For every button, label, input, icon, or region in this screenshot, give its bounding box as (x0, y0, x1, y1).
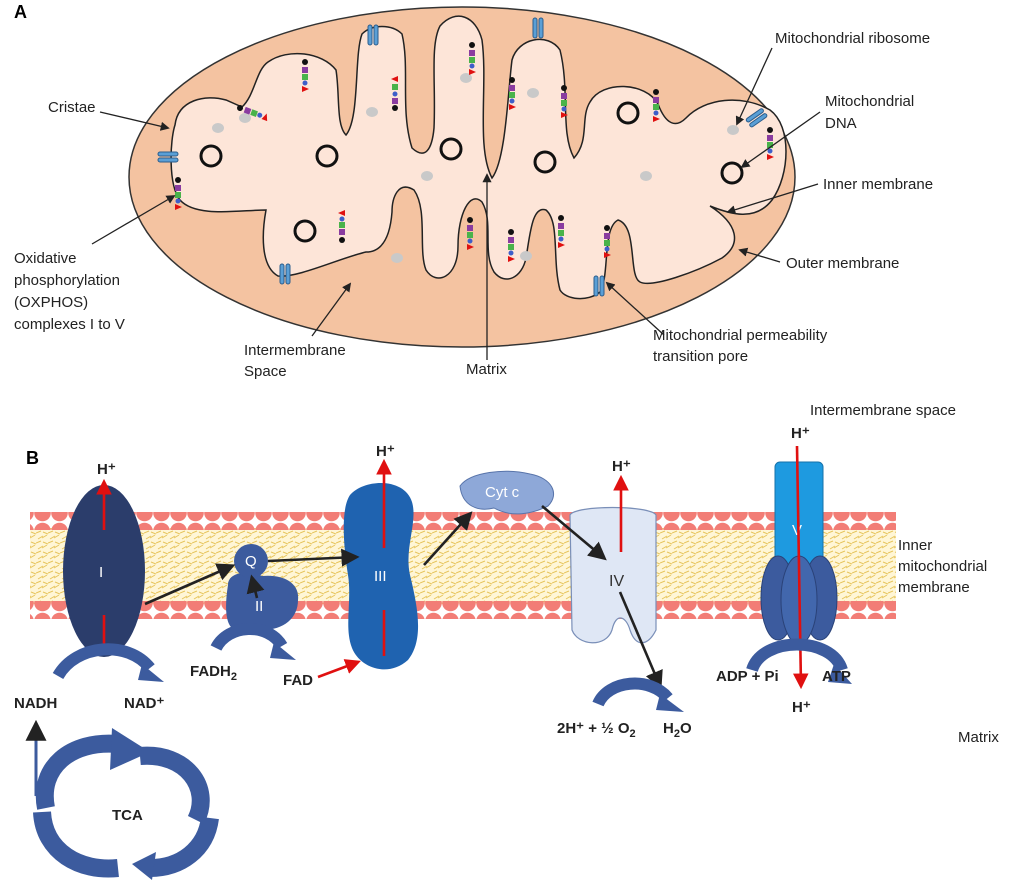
ribosome-dot (421, 171, 433, 181)
panel-b-label: B (26, 448, 39, 468)
nad-label: NAD⁺ (124, 695, 164, 712)
h-plus-iii: H⁺ (376, 443, 395, 460)
complex-iv-label: IV (609, 573, 624, 590)
ribosome-dot (460, 73, 472, 83)
adp-label: ADP + Pi (716, 668, 779, 685)
ribosome-dot (527, 88, 539, 98)
label-ptp-2: transition pore (653, 348, 748, 365)
ribosome-dot (366, 107, 378, 117)
label-oxphos-2: phosphorylation (14, 272, 120, 289)
tca-arc-4 (42, 812, 118, 869)
cytochrome-c: Cyt c (460, 471, 554, 514)
complex-ii-label: II (255, 598, 263, 615)
label-intermembrane-space: Intermembrane space (810, 402, 956, 419)
label-oxphos-4: complexes I to V (14, 316, 125, 333)
complex-iii-label: III (374, 568, 387, 585)
complex-iv: IV (570, 478, 656, 643)
complex-v-label: V (792, 522, 802, 539)
tca-arc-3-head (132, 852, 156, 880)
label-oxphos-1: Oxidative (14, 250, 77, 267)
tca-arc-3 (150, 818, 210, 868)
ribosome-dot (391, 253, 403, 263)
panel-a-label: A (14, 2, 27, 22)
curve-o2 (598, 684, 668, 704)
curve-atp (752, 645, 842, 671)
label-intermembrane-2: Space (244, 363, 287, 380)
label-outer-membrane: Outer membrane (786, 255, 899, 272)
ribosome-dot (727, 125, 739, 135)
curve-o2-head (656, 694, 684, 712)
h-plus-iv: H⁺ (612, 458, 631, 475)
fad-label: FAD (283, 672, 313, 689)
arrow-fad (318, 662, 358, 677)
label-matrix: Matrix (466, 361, 507, 378)
label-intermembrane-1: Intermembrane (244, 342, 346, 359)
tca-arc-1 (45, 744, 118, 808)
nadh-label: NADH (14, 695, 57, 712)
tca-cycle: TCA (36, 724, 210, 880)
h-plus-i: H⁺ (97, 461, 116, 478)
h-plus-v-top: H⁺ (791, 425, 810, 442)
label-imm-1: Inner (898, 537, 932, 554)
curve-nadh (58, 649, 150, 676)
label-imm-3: membrane (898, 579, 970, 596)
cytc-label: Cyt c (485, 484, 520, 501)
complex-i: I (63, 482, 145, 657)
atp-label: ATP (822, 668, 851, 685)
label-ribosome: Mitochondrial ribosome (775, 30, 930, 47)
complex-i-label: I (99, 564, 103, 581)
label-oxphos-3: (OXPHOS) (14, 294, 88, 311)
h2o-label: H2O (663, 720, 692, 740)
q-label: Q (245, 553, 257, 570)
label-cristae: Cristae (48, 99, 96, 116)
tca-arc-2 (140, 756, 201, 820)
label-imm-2: mitochondrial (898, 558, 987, 575)
mitochondrion (129, 7, 795, 347)
fadh2-label: FADH2 (190, 663, 237, 683)
ribosome-dot (640, 171, 652, 181)
ribosome-dot (212, 123, 224, 133)
h-plus-v-bottom: H⁺ (792, 699, 811, 716)
label-dna-1: Mitochondrial (825, 93, 914, 110)
o2-label: 2H⁺ + ½ O2 (557, 720, 636, 740)
label-matrix-b: Matrix (958, 729, 999, 746)
tca-label: TCA (112, 807, 143, 824)
curve-fadh2 (216, 629, 282, 648)
label-dna-2: DNA (825, 115, 857, 132)
complex-iii: III (344, 462, 418, 669)
label-ptp-1: Mitochondrial permeability (653, 327, 828, 344)
label-inner-membrane: Inner membrane (823, 176, 933, 193)
ribosome-dot (520, 251, 532, 261)
